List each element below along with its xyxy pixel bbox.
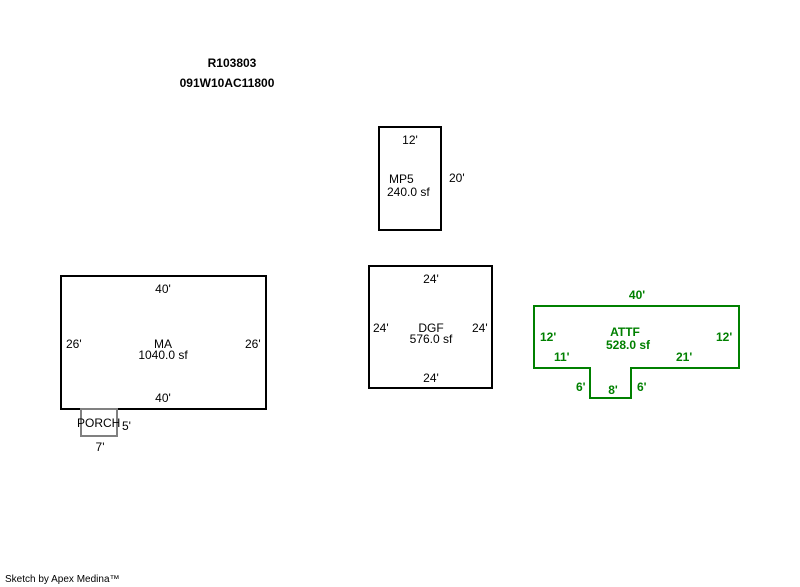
ma-top-dim: 40': [155, 282, 171, 296]
attf-left-dim: 12': [540, 330, 557, 344]
record-id: R103803: [207, 56, 257, 70]
attf-inner-left-dim: 11': [554, 350, 570, 364]
dgf-outline: [368, 265, 493, 389]
mp5-area: 240.0 sf: [387, 185, 430, 199]
dgf-right-dim: 24': [472, 321, 488, 335]
attf-label: ATTF: [610, 325, 640, 339]
attf-area: 528.0 sf: [605, 338, 651, 352]
ma-label: MA: [154, 337, 172, 351]
mp5-right-dim: 20': [449, 171, 465, 185]
porch-label: PORCH: [77, 416, 121, 430]
dgf-bottom-dim: 24': [423, 371, 439, 385]
mp5-top-dim: 12': [402, 133, 418, 147]
sketch-credit: Sketch by Apex Medina™: [5, 574, 120, 585]
attf-right-dim: 12': [716, 330, 733, 344]
ma-area: 1040.0 sf: [138, 348, 188, 362]
ma-left-dim: 26': [66, 337, 82, 351]
attf-notch-bottom-dim: 8': [608, 383, 618, 397]
porch-side-dim: 5': [122, 419, 131, 433]
ma-right-dim: 26': [245, 337, 261, 351]
dgf-label: DGF: [418, 321, 444, 335]
parcel-id: 091W10AC11800: [179, 76, 275, 90]
ma-bottom-dim: 40': [155, 391, 171, 405]
dgf-top-dim: 24': [423, 272, 439, 286]
mp5-label: MP5: [389, 172, 414, 186]
ma-outline: [60, 275, 267, 410]
mp5-outline: [378, 126, 442, 231]
dgf-left-dim: 24': [373, 321, 389, 335]
attf-top-dim: 40': [628, 288, 646, 302]
attf-inner-right-dim: 21': [676, 350, 693, 364]
porch-bottom-dim: 7': [95, 440, 105, 454]
attf-notch-right-dim: 6': [637, 380, 647, 394]
attf-outline: [533, 305, 740, 399]
attf-notch-left-dim: 6': [576, 380, 586, 394]
dgf-area: 576.0 sf: [409, 332, 453, 346]
porch-outline: [80, 408, 118, 437]
